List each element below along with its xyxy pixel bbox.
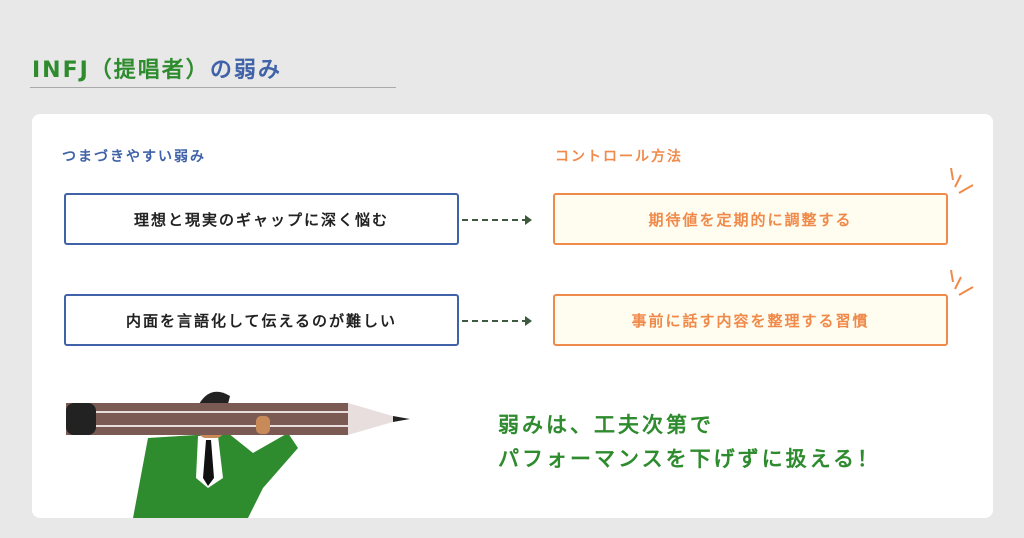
closing-message: 弱みは、工夫次第で パフォーマンスを下げずに扱える！ [498,413,881,471]
weakness-heading: つまづきやすい弱み [62,149,206,165]
page-title: INFJ（提唱者）の弱み [32,58,282,83]
arrow-icon [462,215,532,225]
weakness-box: 理想と現実のギャップに深く悩む [64,193,459,245]
weakness-box: 内面を言語化して伝えるのが難しい [64,294,459,346]
control-box: 事前に話す内容を整理する習慣 [553,294,948,346]
arrow-icon [462,316,532,326]
control-box: 期待値を定期的に調整する [553,193,948,245]
businessman-pencil-illustration [66,391,410,518]
control-heading: コントロール方法 [555,149,683,165]
sparkle-icon [950,167,974,296]
title-underline [30,87,396,88]
